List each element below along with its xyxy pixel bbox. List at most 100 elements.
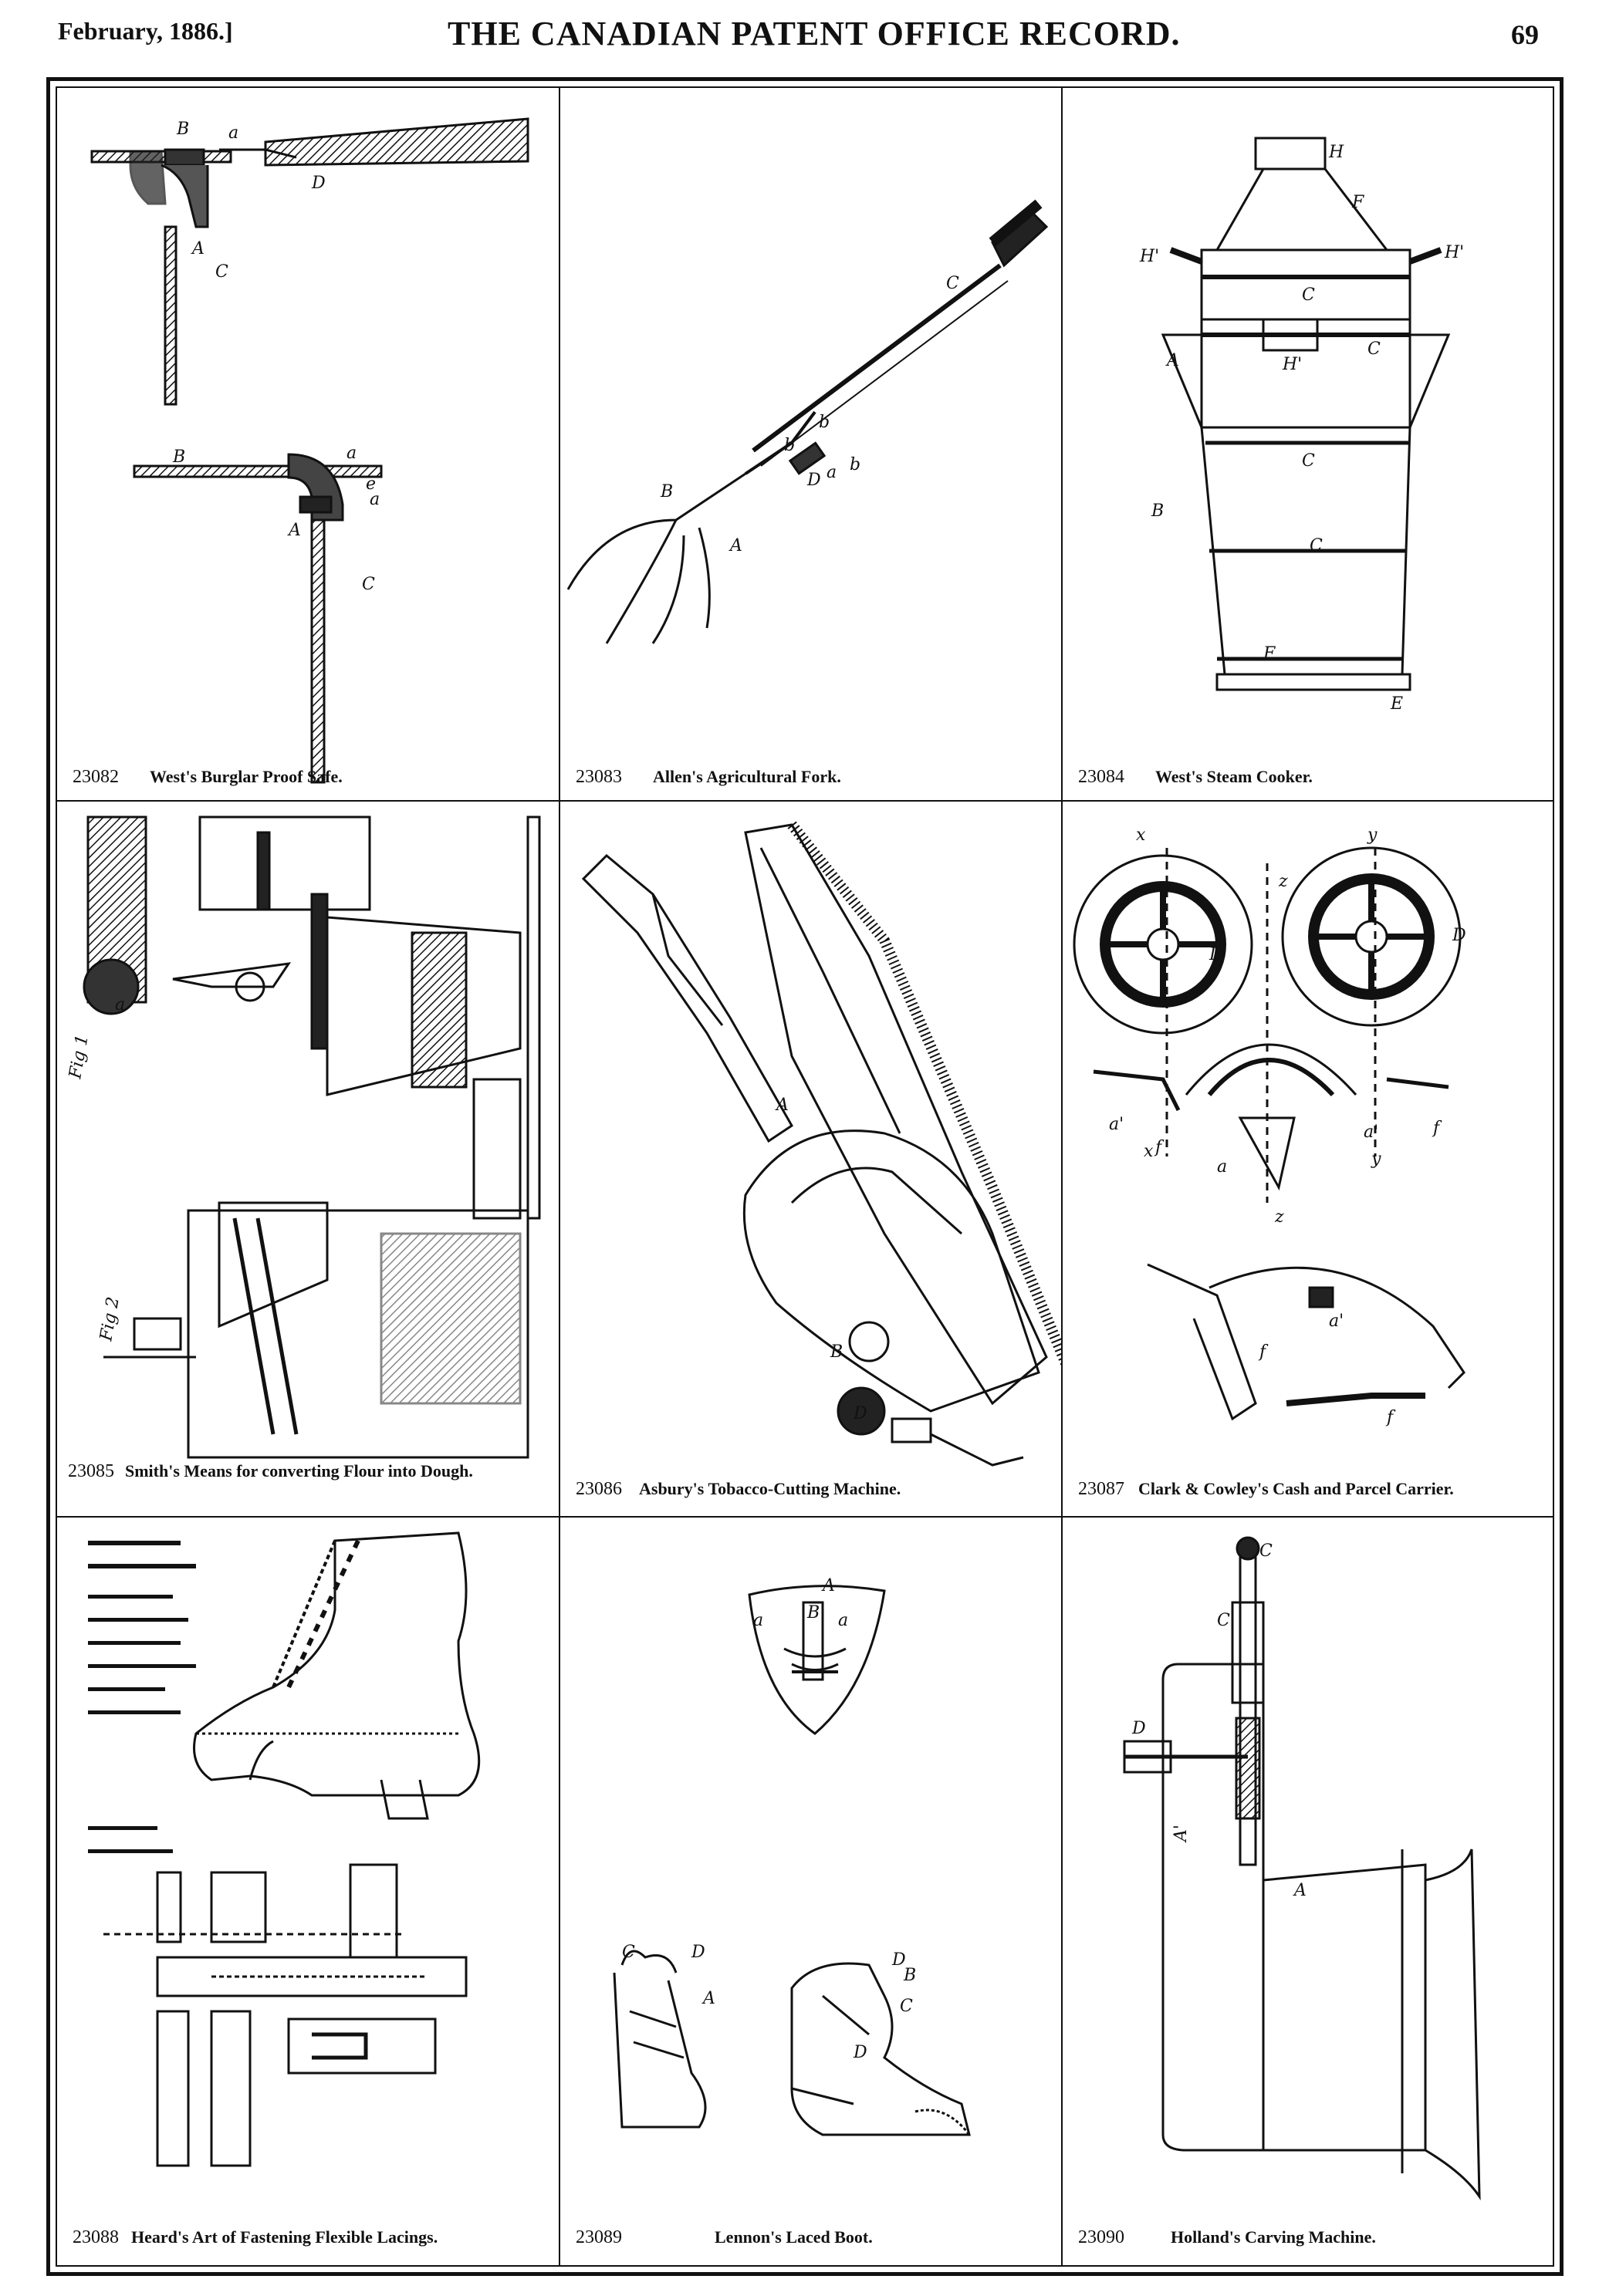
dough-label-a: a [115,995,125,1015]
lacings-illustration [88,1531,481,2167]
carrier-label-x: x [1136,826,1146,845]
dough-illustration: a Fig 1 Fig 2 [66,815,541,1459]
safe-label-B2: B [172,447,185,467]
safe-label-a3: a [370,490,380,509]
header-title: THE CANADIAN PATENT OFFICE RECORD. [448,15,1181,52]
cooker-label-F2: F [1263,644,1276,663]
patent-title: Heard's Art of Fastening Flexible Lacing… [131,2227,438,2247]
patent-number: 23087 [1078,1479,1124,1499]
safe-label-A: A [191,239,205,258]
boot-label-C: C [622,1943,635,1962]
tobacco-label-D: D [853,1404,867,1423]
cooker-label-H3: H' [1282,355,1302,374]
carrier-label-f: f [1154,1138,1165,1157]
safe-illustration: B a D A C B a e A a C [90,117,529,784]
caption-23083: 23083 Allen's Agricultural Fork. [576,767,1052,787]
patent-number: 23088 [73,2227,119,2247]
grid-divider-vertical-1 [559,86,560,2267]
grid-divider-vertical-2 [1061,86,1063,2267]
patent-cell-23083: C B b b D a b A 23083 Allen's Agricultura… [560,88,1061,800]
patent-number: 23090 [1078,2227,1124,2247]
carving-label-D: D [1131,1719,1146,1738]
patent-title: Allen's Agricultural Fork. [653,767,841,786]
dough-label-fig2: Fig 2 [96,1295,123,1343]
patent-cell-23082: B a D A C B a e A a C 23082 West's Burgla… [57,88,559,800]
safe-label-e: e [366,474,376,494]
carrier-label-a: a [1217,1157,1227,1177]
patent-title: Smith's Means for converting Flour into … [125,1461,473,1481]
carrier-label-a2: a' [1364,1123,1378,1142]
fork-label-b3: b [850,455,860,474]
patent-cell-23087: x y z D D a' f a a' f x y z a' f f 23087… [1063,802,1554,1516]
boot-label-A2: A [701,1989,715,2008]
cooker-label-H2: H' [1444,243,1464,262]
boot-illustration: A a B a C D A D C D B [613,1576,971,2136]
boot-label-a2: a [838,1611,848,1630]
caption-23090: 23090 Holland's Carving Machine. [1078,2227,1545,2247]
patent-cell-23085: a Fig 1 Fig 2 23085 Smith's Means for con… [57,802,559,1516]
boot-label-B: B [806,1603,820,1622]
carving-label-C2: C [1259,1541,1273,1561]
caption-23089: 23089 Lennon's Laced Boot. [576,2227,1052,2247]
patent-number: 23084 [1078,767,1124,787]
safe-label-a: a [228,123,238,143]
patent-title: West's Burglar Proof Safe. [150,767,343,786]
cooker-label-A: A [1165,351,1179,370]
carrier-label-D2: D [1452,926,1466,945]
patent-cell-23089: A a B a C D A D C D B 23089 Lennon's Lace… [560,1518,1061,2267]
boot-label-a: a [753,1611,763,1630]
fork-label-D: D [806,471,821,490]
carving-label-A1: A' [1171,1825,1191,1843]
grid-divider-horizontal-1 [56,800,1554,802]
carving-illustration: C C D A' A [1123,1536,1481,2201]
page-frame-outer [46,77,1564,2276]
cooker-label-F: F [1351,193,1364,212]
cooker-label-C4: C [1310,536,1323,555]
caption-23088: 23088 Heard's Art of Fastening Flexible L… [73,2227,549,2247]
carrier-label-a3: a' [1329,1312,1344,1331]
grid-divider-horizontal-2 [56,1516,1554,1518]
carrier-illustration: x y z D D a' f a a' f x y z a' f f [1073,826,1466,1427]
tobacco-illustration: A B D [581,821,1061,1467]
dough-label-fig1: Fig 1 [66,1033,93,1081]
carving-label-C: C [1217,1611,1230,1630]
carrier-label-z2: z [1274,1207,1284,1227]
cooker-label-C2: C [1367,339,1381,359]
patent-number: 23082 [73,767,119,787]
safe-label-D: D [311,174,326,193]
header-date: February, 1886.] [58,17,233,45]
carrier-label-f2: f [1432,1119,1442,1138]
cooker-label-C: C [1302,285,1315,305]
patent-title: Holland's Carving Machine. [1171,2227,1376,2247]
patent-title: Asbury's Tobacco-Cutting Machine. [639,1479,901,1498]
page-header: February, 1886.] THE CANADIAN PATENT OFF… [0,0,1599,77]
caption-23086: 23086 Asbury's Tobacco-Cutting Machine. [576,1479,1052,1499]
patent-title: Lennon's Laced Boot. [715,2227,873,2247]
tobacco-label-A: A [775,1096,789,1115]
carrier-label-a1: a' [1109,1115,1124,1134]
patent-cell-23088: 23088 Heard's Art of Fastening Flexible L… [57,1518,559,2267]
patent-number: 23089 [576,2227,622,2247]
cooker-label-B: B [1151,501,1164,521]
fork-label-a: a [827,463,837,482]
patent-number: 23085 [68,1461,114,1481]
fork-illustration: C B b b D a b A [566,199,1049,644]
carrier-label-D: D [1209,945,1223,964]
carrier-label-y2: y [1371,1150,1381,1169]
patent-number: 23086 [576,1479,622,1499]
patent-number: 23083 [576,767,622,787]
cooker-label-C3: C [1302,451,1315,471]
safe-label-A2: A [287,521,301,540]
boot-label-A: A [821,1576,835,1595]
cooker-label-H: H [1328,143,1344,162]
cooker-label-E: E [1390,694,1403,714]
header-page-number: 69 [1511,19,1539,50]
carrier-label-x2: x [1144,1142,1154,1161]
carrier-label-z: z [1278,872,1288,891]
fork-label-b: b [784,436,795,455]
patent-cell-23090: C C D A' A 23090 Holland's Carving Machin… [1063,1518,1554,2267]
cooker-label-H1: H' [1139,247,1159,266]
fork-label-B: B [660,482,673,501]
